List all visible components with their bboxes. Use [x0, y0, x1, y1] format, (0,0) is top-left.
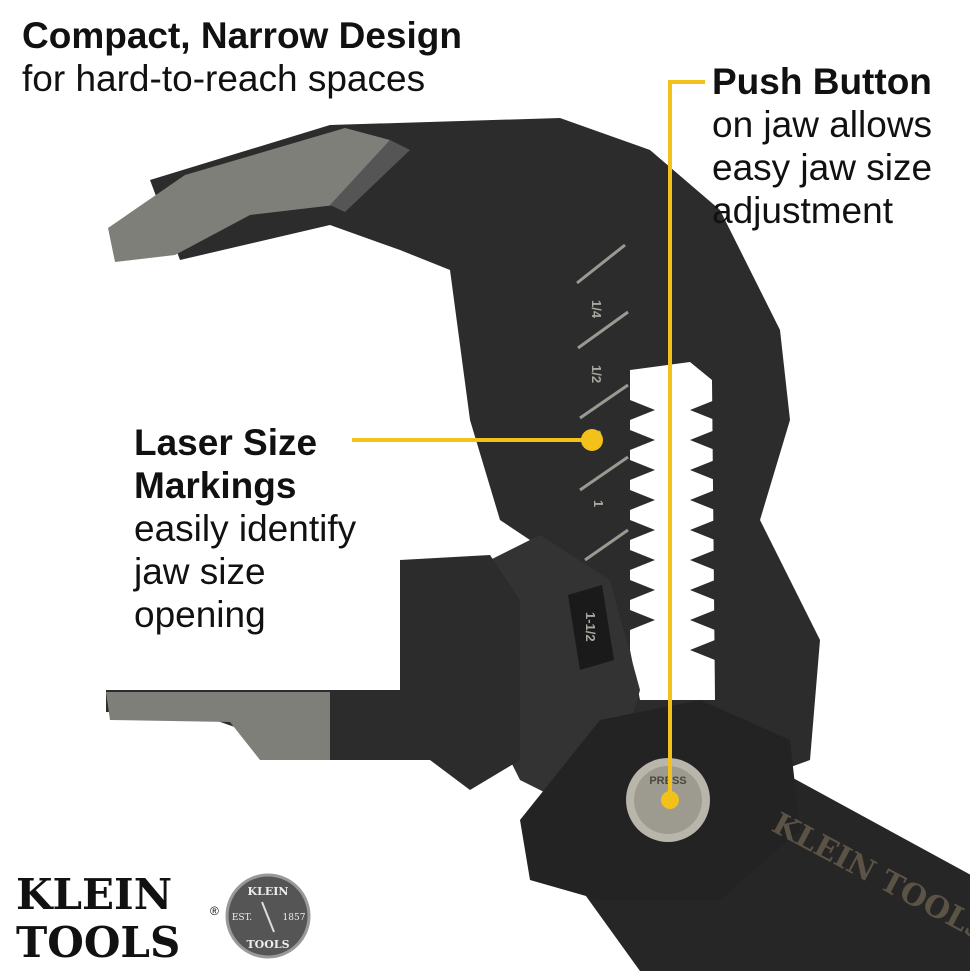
compact-design-text: for hard-to-reach spaces [22, 58, 426, 99]
logo-klein: KLEIN [16, 870, 173, 919]
size-marking: 1/2 [589, 365, 604, 383]
laser-text: opening [134, 594, 266, 635]
logo-tools: TOOLS [16, 918, 181, 967]
svg-text:EST.: EST. [232, 913, 252, 923]
svg-text:1857: 1857 [283, 913, 306, 923]
size-marking: 1-1/2 [583, 612, 598, 642]
push-button-text: easy jaw size [712, 147, 933, 188]
jaw-rack-slot [630, 362, 715, 700]
svg-text:TOOLS: TOOLS [246, 938, 289, 951]
rack-teeth [630, 400, 715, 660]
upper-jaw-face [108, 128, 390, 262]
laser-title: Markings [134, 465, 297, 506]
laser-title: Laser Size [134, 422, 318, 463]
slide-block-window [568, 585, 614, 670]
push-button-title: Push Button [712, 61, 932, 102]
size-marking: 1/4 [589, 300, 604, 319]
laser-text: jaw size [134, 551, 266, 592]
size-marking: 1 [591, 500, 606, 507]
lower-jaw-face [106, 692, 330, 760]
callout-dot-push-button [661, 791, 679, 809]
size-marking-ticks [576, 243, 629, 562]
klein-seal-logo: KLEIN EST. 1857 TOOLS [225, 873, 311, 959]
callout-line-push-button [668, 80, 705, 800]
push-button-text: adjustment [712, 190, 893, 231]
laser-text: easily identify [134, 508, 357, 549]
callout-dot-laser [581, 429, 603, 451]
registered-mark: ® [210, 904, 219, 918]
compact-design-title: Compact, Narrow Design [22, 15, 462, 56]
lower-jaw [106, 555, 520, 790]
svg-text:KLEIN: KLEIN [248, 885, 289, 898]
push-button-text: on jaw allows [712, 104, 933, 145]
